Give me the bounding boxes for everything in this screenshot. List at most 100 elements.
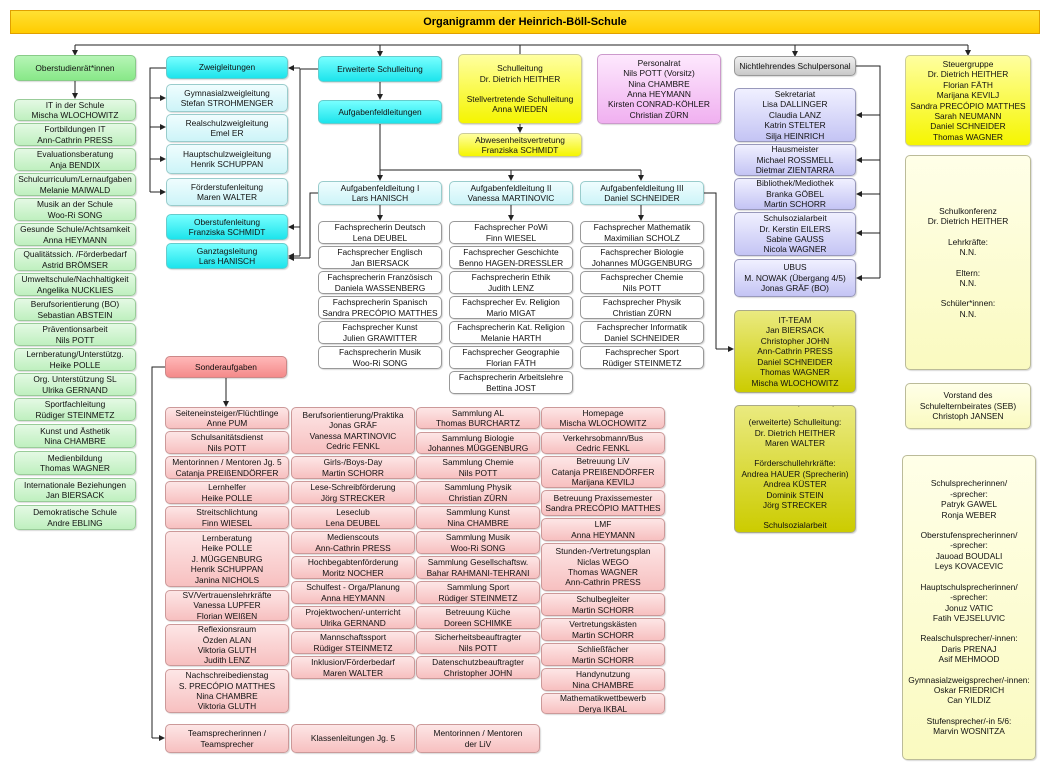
box-line: Nils POTT: [458, 642, 498, 653]
box-line: IT in der Schule: [45, 99, 105, 110]
box-line: Woo-Ri SONG: [450, 542, 506, 553]
box-line: Nils POTT: [458, 467, 498, 478]
box-line: Kirsten CONRAD-KÖHLER: [608, 99, 710, 110]
box-line: Doreen SCHIMKE: [444, 617, 512, 628]
box-line: Vanessa MARTINOVIC: [309, 430, 397, 441]
box-line: Fachsprecher Englisch: [337, 247, 423, 258]
box-line: Fachsprecherin Deutsch: [334, 222, 426, 233]
connector-line: [149, 67, 166, 192]
box-line: Andre EBLING: [47, 517, 103, 528]
box-line: Patryk GAWEL: [940, 499, 997, 510]
box-line: Verkehrsobmann/Bus: [562, 432, 644, 443]
box-sonderaufgaben: Sonderaufgaben: [165, 356, 287, 378]
box-line: Anna HEYMANN: [627, 89, 691, 99]
box-line: Maren WALTER: [196, 192, 257, 202]
box-line: Daniel SCHNEIDER: [604, 332, 680, 343]
box-line: Nicola WAGNER: [763, 244, 827, 255]
box-line: Oskar FRIEDRICH: [933, 684, 1005, 695]
box-line: Daris PRENAJ: [941, 643, 997, 654]
box-line: Sammlung Sport: [446, 582, 510, 593]
box-line: Medienbildung: [47, 452, 103, 463]
box-line: Sonderaufgaben: [195, 361, 257, 372]
box-line: Dr. Dietrich HEITHER: [754, 427, 836, 438]
box-oberstudienraete: Oberstudienrät*innen: [14, 55, 136, 81]
box-line: Cedric FENKL: [326, 440, 380, 451]
box-line: Martin SCHORR: [322, 467, 384, 478]
box-line: Henrik SCHUPPAN: [190, 564, 264, 575]
box-line: Fachsprecherin Arbeitslehre: [458, 372, 564, 383]
box-line: Özden ALAN: [202, 634, 252, 645]
box-line: Seiteneinsteiger/Flüchtlinge: [175, 407, 279, 418]
page-title: Organigramm der Heinrich-Böll-Schule: [10, 10, 1040, 34]
box-line: Fachsprecherin Spanisch: [332, 297, 428, 308]
box-line: Rüdiger STEINMETZ: [438, 592, 518, 603]
box-berufsorientierung-bo: Berufsorientierung (BO)Sebastian ABSTEIN: [14, 298, 136, 321]
box-line: Mario MIGAT: [486, 307, 536, 318]
box-line: Realschulzweigleitung: [185, 117, 269, 128]
box-line: Stunden-/Vertretungsplan: [555, 546, 651, 557]
box-group: Förderschullehrkräfte:Andrea HAUER (Spre…: [741, 458, 848, 510]
box-group: Lehrkräfte:N.N.: [948, 237, 988, 258]
box-line: Schließfächer: [577, 644, 629, 655]
box-line: Martin SCHORR: [764, 199, 826, 210]
box-line: Christopher JOHN: [443, 667, 513, 678]
box-line: Vanessa MARTINOVIC: [467, 193, 555, 203]
box-line: Jan BIERSACK: [45, 490, 105, 500]
box-line: Gymnasialzweigleitung: [184, 87, 270, 98]
box-line: Schulfest - Orga/Planung: [306, 582, 400, 593]
connector-line: [151, 366, 165, 738]
box-line: Ronja WEBER: [941, 509, 997, 520]
box-line: Eltern:: [955, 267, 981, 278]
box-line: -sprecher:: [950, 592, 988, 603]
box-line: Ganztagsleitung: [196, 245, 258, 256]
box-line: Daniel SCHNEIDER: [757, 356, 833, 367]
box-line: Jan BIERSACK: [350, 257, 410, 268]
box-line: Homepage: [582, 407, 624, 418]
box-line: S. PRECÓPIO MATTHES: [178, 680, 276, 691]
box-line: Ulrika GERNAND: [320, 617, 386, 628]
box-group: Sonderaufgaben: [195, 362, 257, 372]
box-group: Zweigleitungen: [199, 62, 255, 72]
box-line: Janina NICHOLS: [194, 574, 260, 585]
box-line: N.N.: [959, 247, 977, 258]
